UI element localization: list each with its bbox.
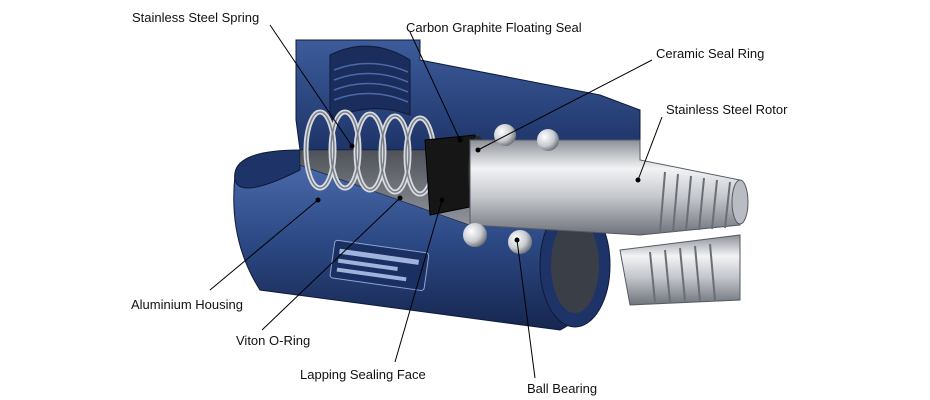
leader-lines [209, 24, 663, 379]
ball-bearings [463, 124, 559, 254]
aluminium-housing [233, 39, 641, 331]
label-spring: Stainless Steel Spring [132, 10, 260, 25]
label-ceramic-ring: Ceramic Seal Ring [656, 46, 765, 61]
label-oring: Viton O-Ring [236, 333, 311, 348]
label-ball-bearing: Ball Bearing [527, 381, 598, 396]
stainless-steel-rotor [469, 139, 749, 306]
label-housing: Aluminium Housing [131, 297, 243, 312]
label-rotor: Stainless Steel Rotor [666, 102, 788, 117]
label-carbon-seal: Carbon Graphite Floating Seal [406, 20, 582, 35]
label-lapping-face: Lapping Sealing Face [300, 367, 426, 382]
